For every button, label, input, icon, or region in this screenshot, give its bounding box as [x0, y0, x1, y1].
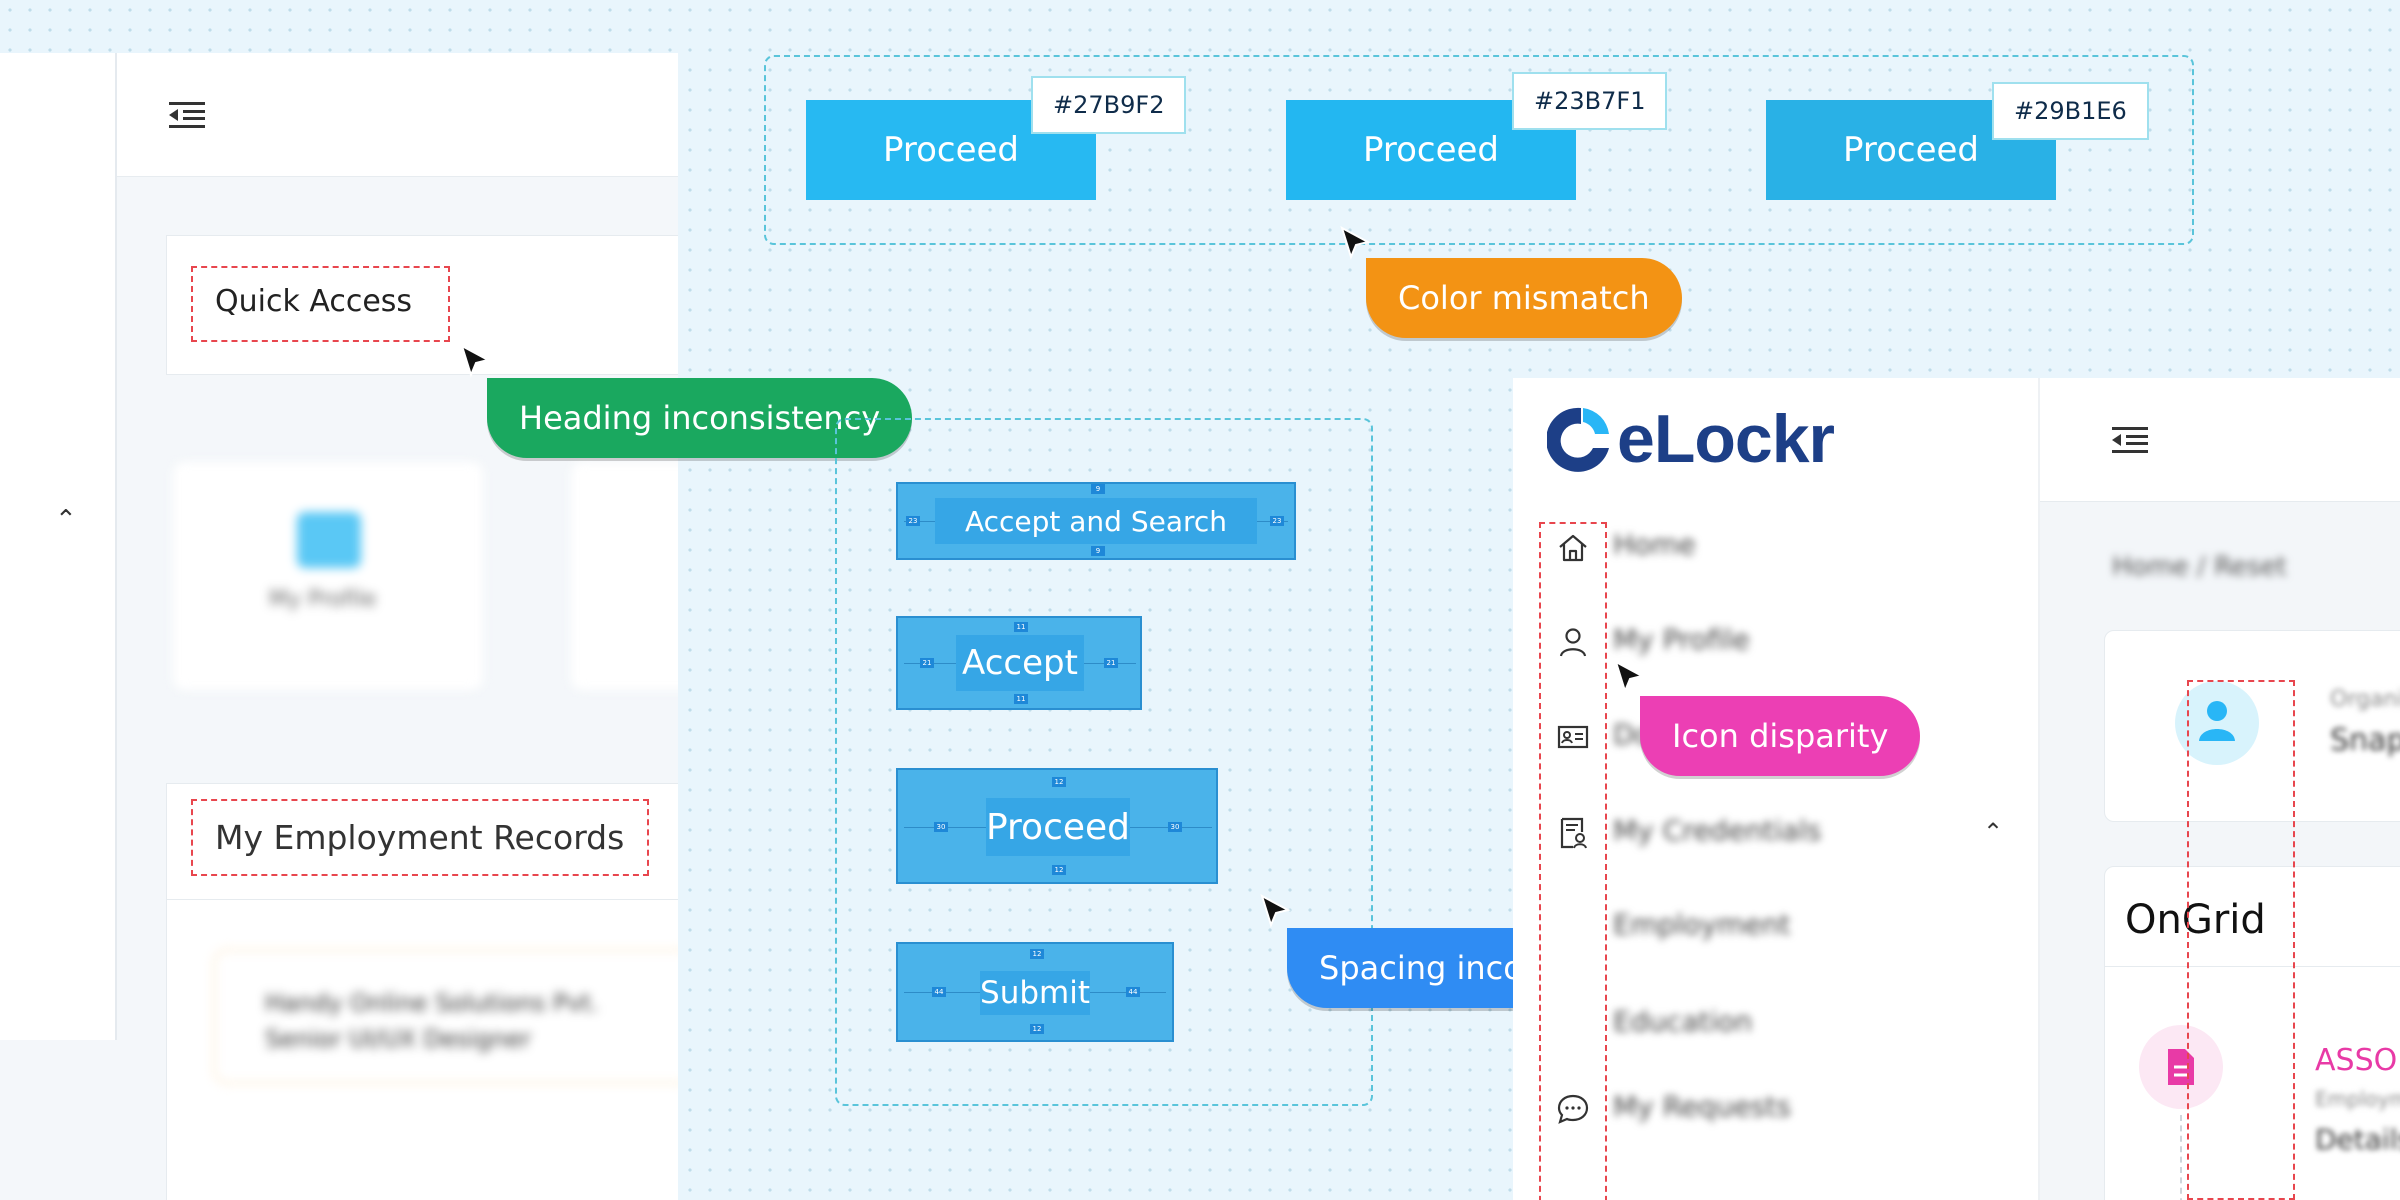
employment-role: Senior UI/UX Designer	[265, 1025, 531, 1053]
nav-my-credentials-label[interactable]: My Credentials	[1613, 814, 1822, 847]
padding-value: 12	[1052, 865, 1066, 875]
nav-my-profile-label[interactable]: My Profile	[1613, 623, 1750, 656]
chevron-up-icon[interactable]: ⌃	[1983, 818, 2004, 846]
employment-records-heading: My Employment Records	[191, 799, 649, 876]
menu-collapse-icon[interactable]	[2112, 426, 2148, 454]
elockr-app-panel: eLockr Home My	[1513, 378, 2400, 1200]
profile-avatar	[2175, 681, 2259, 765]
elockr-logo-icon	[1547, 407, 1609, 472]
cursor-icon	[1614, 660, 1645, 694]
nav-education-label[interactable]: Education	[1613, 1005, 1753, 1038]
employment-company: Handy Online Solutions Pvt.	[265, 989, 599, 1017]
padding-value: 23	[1270, 516, 1284, 526]
nav-employment-label[interactable]: Employment	[1613, 908, 1791, 941]
quick-tile[interactable]	[570, 461, 678, 691]
submit-button[interactable]: Submit 44 44 12 12	[896, 942, 1174, 1042]
association-label: ASSO	[2315, 1043, 2398, 1078]
cursor-icon	[1340, 226, 1371, 260]
padding-value: 12	[1052, 777, 1066, 787]
padding-value: 44	[1126, 987, 1140, 997]
employment-card-header	[167, 784, 678, 900]
submit-label: Submit	[980, 971, 1090, 1015]
nav-my-requests-label[interactable]: My Requests	[1613, 1090, 1791, 1123]
breadcrumb: Home / Reset	[2112, 552, 2287, 582]
hex-label-3: #29B1E6	[1992, 82, 2149, 140]
proceed-spacing-label: Proceed	[986, 798, 1130, 856]
icon-column-highlight	[1539, 522, 1607, 1200]
home-icon[interactable]	[1556, 531, 1590, 565]
quick-access-card: Quick Access	[166, 235, 678, 375]
ongrid-card: OnGrid ASSO Employment Details	[2104, 866, 2400, 1200]
quick-access-heading: Quick Access	[191, 266, 450, 342]
timeline-connector	[2180, 1115, 2182, 1200]
color-mismatch-group	[764, 55, 2194, 245]
menu-collapse-icon[interactable]	[169, 101, 205, 129]
hex-label-1: #27B9F2	[1031, 76, 1187, 134]
elockr-content-area: Home / Reset Organization Snap OnGrid	[2040, 378, 2400, 1200]
user-icon[interactable]	[1556, 625, 1590, 659]
elockr-sidebar: eLockr Home My	[1513, 378, 2040, 1200]
padding-value: 12	[1030, 1024, 1044, 1034]
profile-org-value: Snap	[2330, 723, 2400, 758]
padding-value: 12	[1030, 949, 1044, 959]
accept-button[interactable]: Accept 21 21 11 11	[896, 616, 1142, 710]
left-collapsed-sidebar	[0, 53, 117, 1040]
cursor-icon	[1260, 894, 1291, 928]
padding-value: 9	[1091, 546, 1105, 556]
padding-value: 44	[932, 987, 946, 997]
profile-org-label: Organization	[2330, 687, 2400, 712]
icon-disparity-callout: Icon disparity	[1640, 696, 1921, 776]
employment-records-card: My Employment Records Handy Online Solut…	[166, 783, 678, 1200]
elockr-logo-text: eLockr	[1617, 401, 1835, 477]
nav-home-label[interactable]: Home	[1613, 528, 1696, 561]
padding-value: 9	[1091, 484, 1105, 494]
heading-inconsistency-callout: Heading inconsistency	[487, 378, 913, 458]
padding-value: 30	[1168, 822, 1182, 832]
padding-value: 23	[906, 516, 920, 526]
employment-detail-value: Details	[2315, 1123, 2400, 1156]
ongrid-title: OnGrid	[2125, 897, 2266, 943]
padding-value: 11	[1014, 694, 1028, 704]
proceed-spacing-button[interactable]: Proceed 30 30 12 12	[896, 768, 1218, 884]
padding-value: 21	[1104, 658, 1118, 668]
spacing-group	[835, 418, 1373, 1106]
document-avatar	[2139, 1025, 2223, 1109]
color-mismatch-callout: Color mismatch	[1366, 258, 1682, 338]
employment-detail-label: Employment	[2315, 1087, 2400, 1111]
profile-card: Organization Snap	[2104, 630, 2400, 822]
ongrid-card-header	[2105, 867, 2400, 967]
padding-value: 30	[934, 822, 948, 832]
avatar-column-highlight	[2187, 680, 2295, 1200]
accept-label: Accept	[956, 635, 1084, 691]
avatar-user-icon	[2199, 701, 2235, 741]
elockr-top-bar	[2040, 378, 2400, 502]
my-profile-tile-label: My Profile	[269, 587, 377, 612]
left-dashboard-panel: ⌃ Quick Access My Profile My Employment …	[0, 53, 678, 1200]
credentials-icon[interactable]	[1556, 816, 1590, 850]
accept-and-search-label: Accept and Search	[935, 498, 1257, 544]
hex-label-2: #23B7F1	[1512, 72, 1668, 130]
left-top-bar	[117, 53, 678, 177]
padding-value: 21	[920, 658, 934, 668]
profile-tile-icon	[297, 512, 361, 568]
employment-record-item[interactable]: Handy Online Solutions Pvt. Senior UI/UX…	[213, 949, 678, 1084]
id-card-icon[interactable]	[1556, 720, 1590, 754]
collapse-caret-icon[interactable]: ⌃	[55, 505, 77, 535]
chat-icon[interactable]	[1556, 1092, 1590, 1126]
cursor-icon	[460, 344, 491, 378]
padding-value: 11	[1014, 622, 1028, 632]
my-profile-tile[interactable]: My Profile	[172, 461, 484, 691]
accept-and-search-button[interactable]: Accept and Search 23 23 9 9	[896, 482, 1296, 560]
